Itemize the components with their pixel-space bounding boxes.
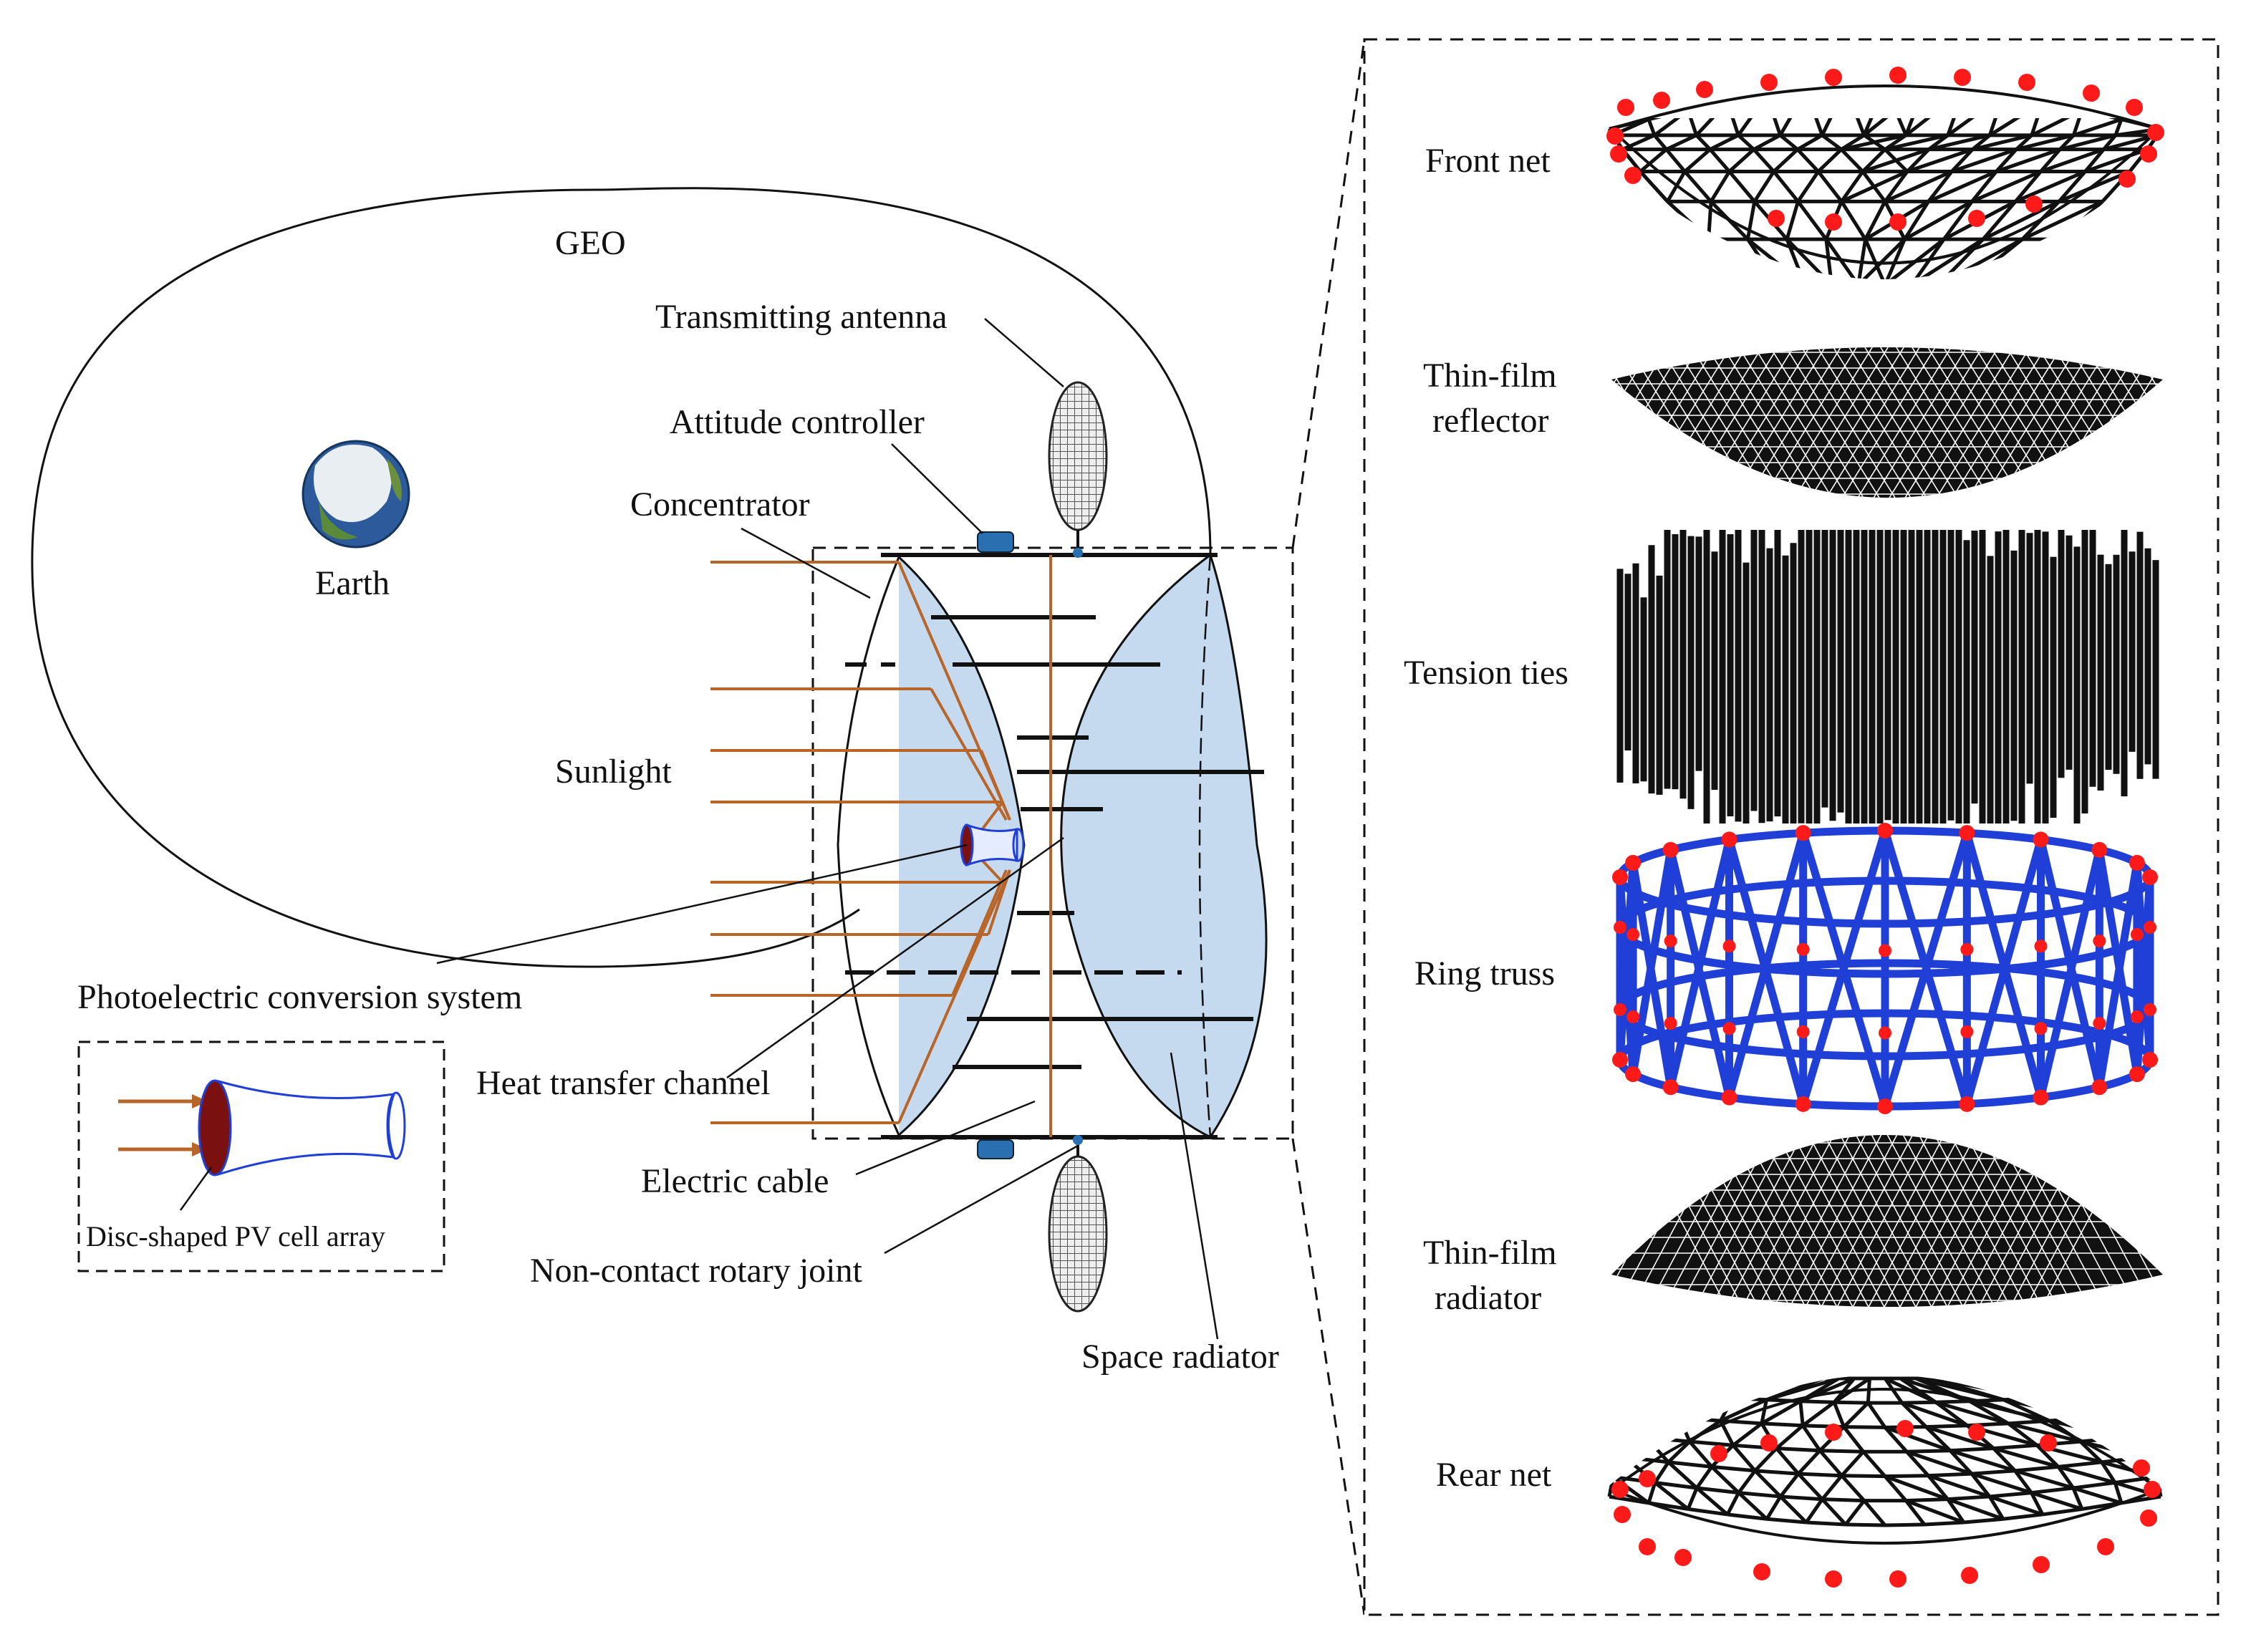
ring-truss-figure (1612, 823, 2158, 1114)
reflector-label-line1: Thin-film (1423, 357, 1557, 395)
space-radiator-shape (1060, 553, 1268, 1139)
attitude-controller-bottom (977, 1139, 1014, 1159)
geo-label: GEO (555, 224, 626, 262)
pv-inset-module (118, 1079, 406, 1211)
radiator-label-line2: radiator (1435, 1279, 1541, 1317)
electric-cable-label: Electric cable (641, 1162, 829, 1200)
zoom-lines (1291, 39, 1366, 1615)
rotary-joint-top (1073, 548, 1083, 558)
front-net-label: Front net (1425, 142, 1551, 180)
attitude-controller-top (977, 531, 1014, 553)
reflector-label-line2: reflector (1432, 402, 1549, 440)
geo-orbit (31, 187, 1212, 968)
earth-icon (302, 440, 410, 549)
transmitting-antenna-label: Transmitting antenna (655, 298, 948, 336)
transmitting-antenna-bottom (1048, 1137, 1108, 1313)
tension-ties-figure (1616, 530, 2159, 823)
photoelectric-module (960, 823, 1025, 867)
space-radiator-label: Space radiator (1081, 1338, 1279, 1376)
tension-tie-lines (845, 615, 1264, 1069)
ring-truss-label: Ring truss (1414, 955, 1555, 992)
sunlight-rays (710, 561, 1011, 1124)
tension-ties-label: Tension ties (1404, 654, 1568, 692)
transmitting-antenna-top (1048, 381, 1108, 555)
earth-label: Earth (315, 564, 390, 602)
rotary-joint-bottom (1073, 1135, 1083, 1145)
photoelectric-label: Photoelectric conversion system (77, 978, 522, 1016)
rotary-joint-label: Non-contact rotary joint (530, 1252, 863, 1290)
radiator-label-line1: Thin-film (1423, 1234, 1557, 1272)
rear-net-figure (1607, 1376, 2163, 1588)
leader-lines (436, 318, 1219, 1340)
pv-array-label: Disc-shaped PV cell array (86, 1220, 385, 1252)
attitude-controller-label: Attitude controller (670, 403, 925, 441)
sunlight-label: Sunlight (555, 753, 672, 791)
rear-net-label: Rear net (1436, 1456, 1552, 1494)
heat-transfer-label: Heat transfer channel (476, 1064, 770, 1102)
components-panel (1363, 38, 2219, 1616)
concentrator-label: Concentrator (630, 486, 810, 523)
